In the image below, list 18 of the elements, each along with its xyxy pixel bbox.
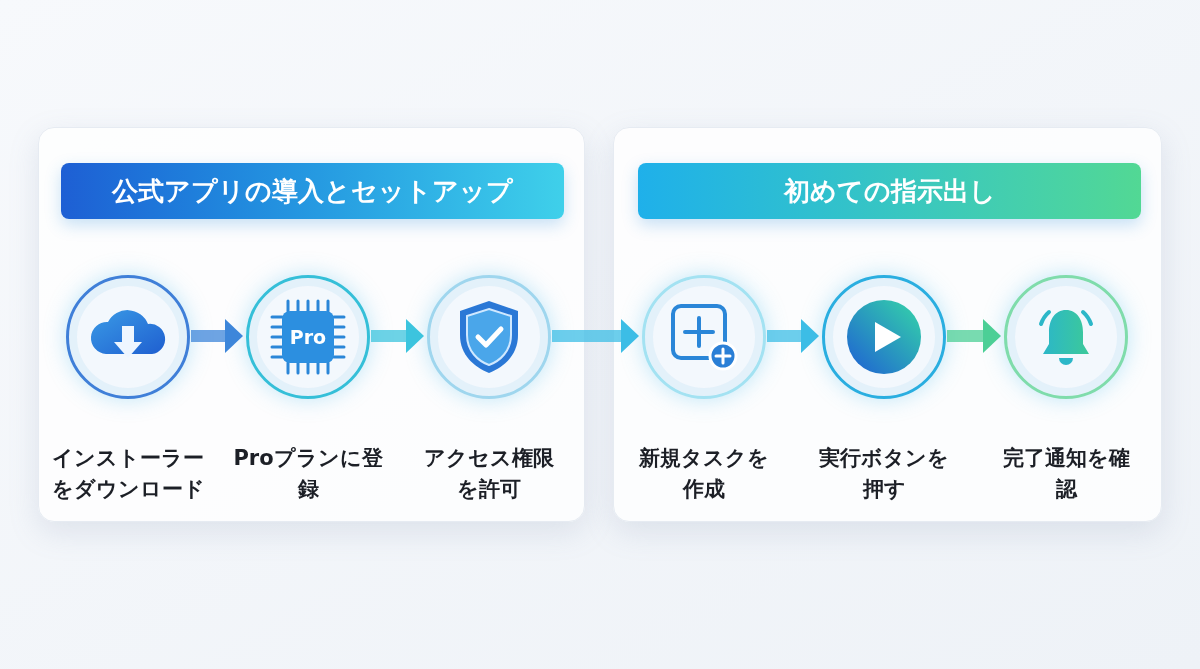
arrow xyxy=(371,319,424,353)
step-caption: インストーラーをダウンロード xyxy=(50,445,206,503)
panel xyxy=(38,127,585,522)
arrow xyxy=(947,319,1001,353)
step-caption: 完了通知を確認 xyxy=(1002,445,1130,503)
step-caption: 実行ボタンを押す xyxy=(818,445,950,503)
chip-label: Pro xyxy=(288,324,328,350)
header-banner xyxy=(638,163,1141,219)
arrow xyxy=(767,319,819,353)
arrow xyxy=(552,319,639,353)
step-caption: 新規タスクを作成 xyxy=(638,445,770,503)
header-banner xyxy=(61,163,564,219)
step-caption: Proプランに登録 xyxy=(232,445,384,503)
step-caption: アクセス権限を許可 xyxy=(423,445,555,503)
header-title: 初めての指示出し xyxy=(783,174,996,208)
header-title: 公式アプリの導入とセットアップ xyxy=(112,174,513,208)
arrow xyxy=(191,319,243,353)
panel xyxy=(613,127,1162,522)
